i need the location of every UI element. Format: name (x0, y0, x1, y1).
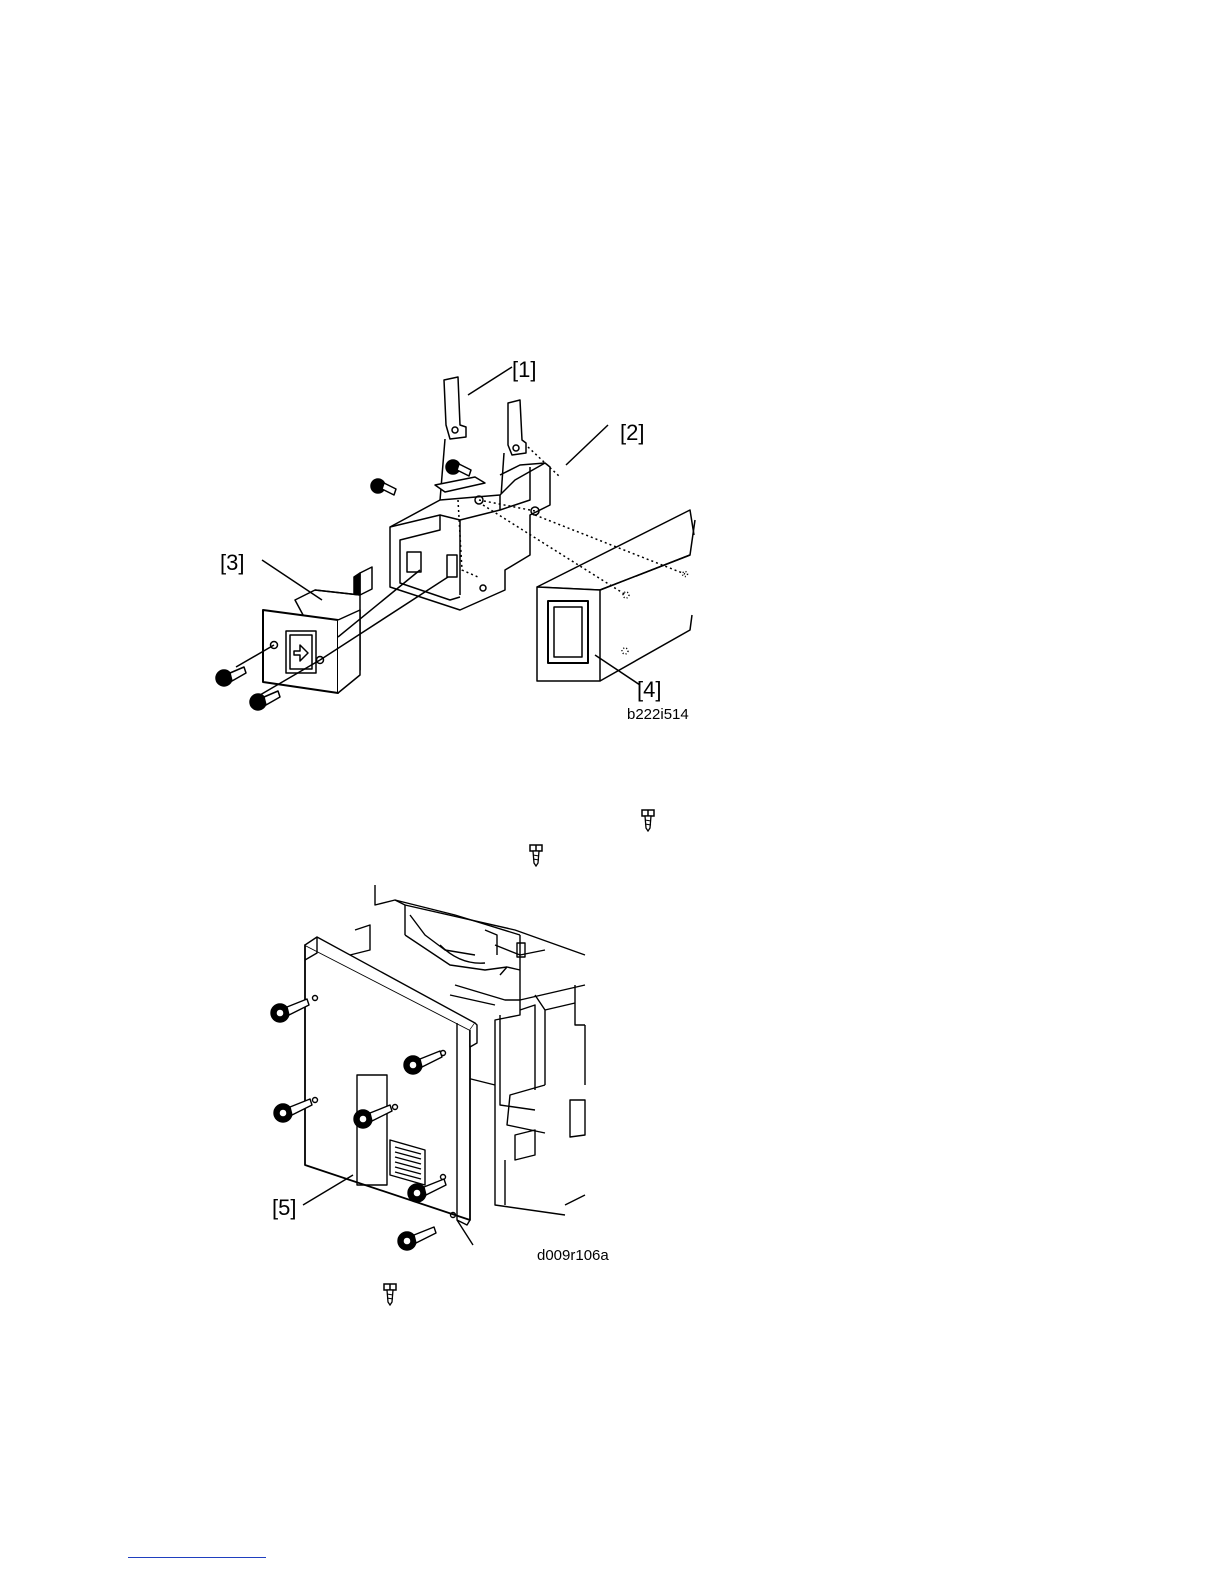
callout-2: [2] (620, 420, 644, 446)
screw-top-middle (446, 460, 471, 476)
screw-icon (528, 843, 544, 867)
screw-icon (640, 808, 656, 832)
figure-1-exploded-view (200, 355, 710, 735)
screw-panel-6 (398, 1227, 436, 1250)
screw-icon (382, 1282, 398, 1306)
screw-switch-right (250, 691, 280, 710)
callout-1: [1] (512, 357, 536, 383)
callout-3: [3] (220, 550, 244, 576)
figure-2-cover-removal (245, 875, 605, 1255)
frame-4 (537, 510, 695, 681)
screw-panel-1 (271, 999, 309, 1022)
footer-rule (128, 1557, 266, 1558)
bracket-housing-2 (390, 463, 550, 610)
figure-2-code: d009r106a (537, 1247, 609, 1264)
bracket-1-right (508, 400, 526, 455)
switch-3 (263, 590, 360, 693)
cover-panel-5 (305, 937, 477, 1245)
screw-switch-left (216, 667, 246, 686)
bracket-1-left (444, 377, 466, 439)
screw-top-left (371, 479, 396, 495)
callout-5: [5] (272, 1195, 296, 1221)
figure-1-code: b222i514 (627, 706, 689, 723)
callout-4: [4] (637, 677, 661, 703)
